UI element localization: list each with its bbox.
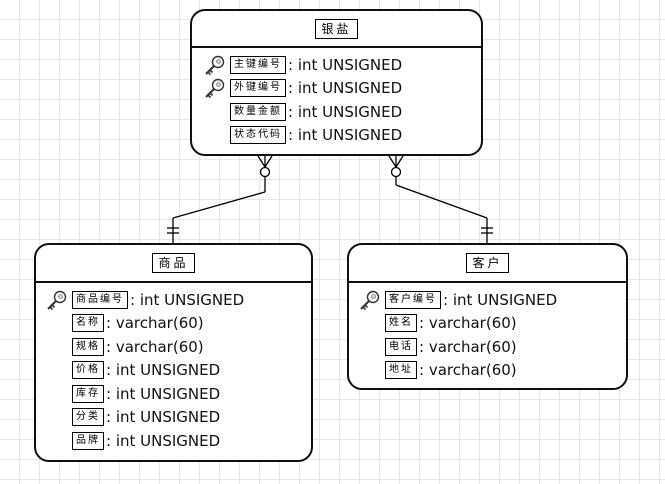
field-row[interactable]: 电话: varchar(60) [355, 335, 626, 359]
key-slot-spacer [42, 312, 72, 334]
field-name: 数量金额 [230, 102, 286, 121]
primary-key-icon [200, 54, 230, 76]
field-name: 电话 [385, 337, 417, 356]
field-row[interactable]: 主键编号: int UNSIGNED [200, 53, 481, 77]
field-name: 分类 [72, 408, 104, 427]
field-name: 名称 [72, 314, 104, 333]
key-slot-spacer [42, 383, 72, 405]
relationship-parent-right [388, 155, 493, 243]
field-row[interactable]: 品牌: int UNSIGNED [42, 429, 311, 453]
field-type: : varchar(60) [419, 314, 517, 333]
field-row[interactable]: 数量金额: int UNSIGNED [200, 100, 481, 124]
field-type: : int UNSIGNED [288, 102, 403, 121]
field-name: 外键编号 [230, 79, 286, 98]
field-name: 姓名 [385, 314, 417, 333]
primary-key-icon [355, 289, 385, 311]
crowfoot-mark [257, 155, 266, 168]
field-type: : int UNSIGNED [288, 55, 403, 74]
field-name: 库存 [72, 384, 104, 403]
key-slot-spacer [42, 336, 72, 358]
relationship-parent-left [167, 155, 273, 243]
connector-line [172, 191, 266, 219]
primary-key-icon [42, 289, 72, 311]
entity-title: 银盐 [315, 18, 358, 39]
crowfoot-mark [395, 155, 404, 168]
entity-header: 商品 [36, 245, 311, 283]
field-name: 价格 [72, 361, 104, 380]
field-type: : int UNSIGNED [106, 361, 221, 380]
key-slot-spacer [42, 406, 72, 428]
key-slot-spacer [355, 336, 385, 358]
field-name: 规格 [72, 337, 104, 356]
field-type: : int UNSIGNED [443, 290, 558, 309]
key-slot-spacer [200, 124, 230, 146]
primary-key-icon [200, 77, 230, 99]
key-slot-spacer [355, 312, 385, 334]
field-name: 商品编号 [72, 290, 128, 309]
field-type: : int UNSIGNED [130, 290, 245, 309]
key-slot-spacer [42, 359, 72, 381]
field-row[interactable]: 库存: int UNSIGNED [42, 382, 311, 406]
key-slot-spacer [355, 359, 385, 381]
field-row[interactable]: 姓名: varchar(60) [355, 312, 626, 336]
field-row[interactable]: 地址: varchar(60) [355, 359, 626, 383]
key-slot-spacer [200, 101, 230, 123]
crowfoot-mark [388, 155, 397, 168]
field-row[interactable]: 客户编号: int UNSIGNED [355, 288, 626, 312]
field-row[interactable]: 价格: int UNSIGNED [42, 359, 311, 383]
field-type: : int UNSIGNED [288, 126, 403, 145]
field-row[interactable]: 商品编号: int UNSIGNED [42, 288, 311, 312]
field-name: 客户编号 [385, 290, 441, 309]
field-name: 状态代码 [230, 126, 286, 145]
field-type: : varchar(60) [106, 337, 204, 356]
field-type: : int UNSIGNED [288, 79, 403, 98]
zero-optional-mark [259, 166, 271, 178]
entity-header: 银盐 [192, 11, 481, 48]
field-type: : varchar(60) [419, 361, 517, 380]
field-name: 地址 [385, 361, 417, 380]
entity-title: 商品 [152, 253, 195, 273]
field-type: : int UNSIGNED [106, 431, 221, 450]
crowfoot-mark [264, 155, 273, 168]
field-name: 主键编号 [230, 55, 286, 74]
field-type: : int UNSIGNED [106, 384, 221, 403]
zero-optional-mark [390, 166, 402, 178]
field-row[interactable]: 名称: varchar(60) [42, 312, 311, 336]
key-slot-spacer [42, 430, 72, 452]
field-type: : varchar(60) [419, 337, 517, 356]
field-type: : varchar(60) [106, 314, 204, 333]
field-row[interactable]: 外键编号: int UNSIGNED [200, 77, 481, 101]
entity-header: 客户 [349, 245, 626, 283]
entity-title: 客户 [466, 253, 509, 273]
field-type: : int UNSIGNED [106, 408, 221, 427]
field-name: 品牌 [72, 431, 104, 450]
connector-line [395, 184, 488, 219]
field-row[interactable]: 状态代码: int UNSIGNED [200, 124, 481, 148]
field-row[interactable]: 规格: varchar(60) [42, 335, 311, 359]
field-row[interactable]: 分类: int UNSIGNED [42, 406, 311, 430]
